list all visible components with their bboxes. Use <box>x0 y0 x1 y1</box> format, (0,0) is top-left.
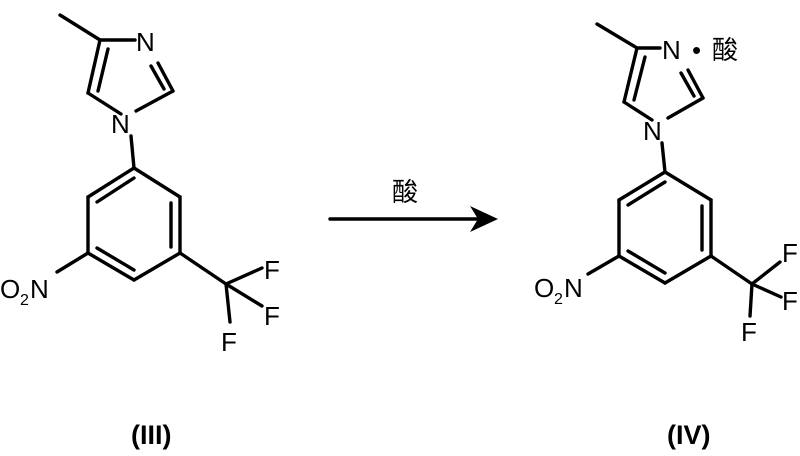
cf-bond <box>224 282 232 324</box>
ring-bond <box>86 38 102 95</box>
salt-dot: • <box>692 35 701 65</box>
methyl-bond <box>595 22 639 50</box>
atom-f3: F <box>221 327 237 357</box>
atom-o2: O <box>534 273 554 303</box>
benzene-double-bond-inner <box>95 246 136 272</box>
benzene-bond <box>617 254 667 285</box>
nitro-bond <box>586 254 621 276</box>
reagent-label: 酸 <box>392 178 418 208</box>
cf-bond <box>750 260 782 286</box>
product-label: (IV) <box>667 420 711 450</box>
reactant-label: (III) <box>131 420 172 450</box>
atom-n-top: N <box>662 35 681 65</box>
cf-bond <box>224 266 264 286</box>
ring-bond <box>156 61 175 93</box>
benzene-double-bond-inner <box>626 249 667 275</box>
ring-bond <box>666 96 705 120</box>
benzene-bond <box>86 166 136 199</box>
atom-f1: F <box>264 255 280 285</box>
cf3-bond <box>178 251 228 286</box>
ring-double-bond-inner <box>632 55 647 102</box>
atom-n-nitro: N <box>564 273 583 303</box>
benzene-bond <box>663 254 713 285</box>
cf-bond <box>748 282 754 318</box>
atom-f2: F <box>782 286 798 316</box>
benzene-double-bond-inner <box>626 180 667 207</box>
arrow-head <box>470 206 498 232</box>
n-aryl-bond <box>660 141 667 174</box>
reactant-bonds <box>55 13 264 324</box>
benzene-bond <box>132 251 182 282</box>
cf-bond <box>224 282 264 308</box>
methyl-bond <box>58 13 102 42</box>
ring-double-bond-inner <box>96 47 110 93</box>
atom-n-nitro: N <box>30 274 49 304</box>
ring-bond <box>86 91 123 116</box>
ring-bond <box>622 100 654 122</box>
product-bonds <box>586 22 783 318</box>
atom-n-bottom: N <box>111 109 130 139</box>
o2-subscript: 2 <box>20 292 29 309</box>
ring-double-bond-inner <box>679 71 696 98</box>
reaction-arrow <box>328 206 498 232</box>
benzene-double-bond-inner <box>95 176 136 204</box>
product-structure: N N • 酸 O 2 N F F F <box>534 22 798 347</box>
atom-o2: O <box>0 274 20 304</box>
salt-acid-label: 酸 <box>712 36 738 66</box>
benzene-bond <box>86 251 136 282</box>
benzene-bond <box>132 166 182 199</box>
atom-n-top: N <box>136 27 155 57</box>
reactant-structure: N N O 2 N F F F <box>0 13 280 357</box>
benzene-bond <box>617 170 667 202</box>
atom-f2: F <box>264 301 280 331</box>
ring-bond <box>622 46 639 104</box>
cf3-bond <box>709 254 754 286</box>
atom-n-bottom: N <box>643 116 662 146</box>
n-aryl-bond <box>129 134 136 170</box>
benzene-bond <box>663 170 713 202</box>
atom-f3: F <box>741 317 757 347</box>
o2-subscript: 2 <box>554 291 563 308</box>
ring-bond <box>686 68 705 100</box>
cf-bond <box>750 282 783 299</box>
ring-double-bond-inner <box>149 64 166 91</box>
atom-f1: F <box>782 238 798 268</box>
nitro-bond <box>55 251 90 274</box>
ring-bond <box>134 89 175 113</box>
